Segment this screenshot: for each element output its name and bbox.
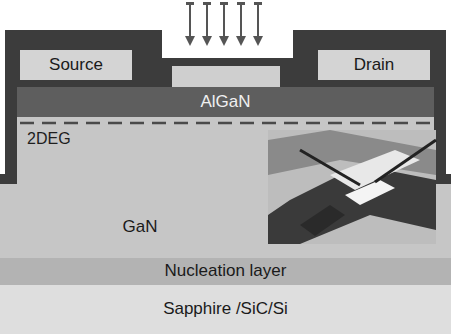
arrow-tails (186, 2, 262, 5)
source-contact: Source (20, 50, 132, 80)
nucleation-layer: Nucleation layer (0, 258, 451, 285)
layer-label: AlGaN (200, 93, 250, 112)
substrate-layer: Sapphire /SiC/Si (0, 285, 451, 334)
layer-label: GaN (123, 218, 158, 237)
layer-label: Source (49, 56, 103, 75)
gan-buffer: GaN (60, 208, 220, 246)
gate-contact (172, 66, 280, 87)
2deg-line (20, 122, 432, 125)
layer-label: Drain (354, 56, 395, 75)
incident-arrows (190, 4, 258, 44)
layer-label: Nucleation layer (165, 262, 287, 281)
algan-barrier: AlGaN (17, 87, 434, 117)
drain-contact: Drain (318, 50, 430, 80)
device-photo (268, 130, 436, 244)
region-label: 2DEG (27, 130, 71, 148)
layer-label: Sapphire /SiC/Si (163, 300, 288, 319)
